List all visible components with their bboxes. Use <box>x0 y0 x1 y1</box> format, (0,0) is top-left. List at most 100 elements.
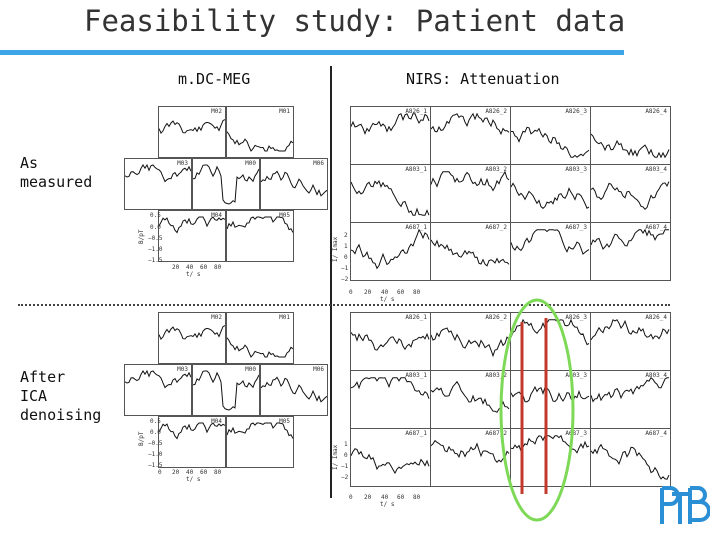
signal-trace <box>227 216 293 233</box>
nirs-ytick: 0 <box>344 452 348 459</box>
signal-trace <box>591 377 669 403</box>
signal-trace-svg <box>351 448 430 475</box>
signal-trace-svg <box>227 131 293 152</box>
signal-trace-svg <box>591 319 670 341</box>
page-title: Feasibility study: Patient data <box>84 4 626 38</box>
meg-xtick: 60 <box>200 469 208 476</box>
meg-xtick: 80 <box>214 469 222 476</box>
channel-label: A826_1 <box>405 108 427 115</box>
signal-panel: M06 <box>260 364 328 416</box>
nirs-x-axis-label-top: t/ s <box>380 296 395 303</box>
signal-panel: A687_2 <box>430 222 511 281</box>
meg-xtick: 20 <box>172 264 180 271</box>
signal-trace <box>431 112 510 136</box>
channel-label: A803_4 <box>645 166 667 173</box>
signal-trace-svg <box>431 380 510 413</box>
signal-trace <box>511 318 590 346</box>
channel-label: M05 <box>279 212 290 219</box>
signal-panel: M04 <box>158 416 226 468</box>
nirs-xtick: 80 <box>413 289 421 296</box>
signal-trace <box>511 229 590 255</box>
signal-panel: M04 <box>158 210 226 262</box>
signal-panel: M02 <box>158 312 226 364</box>
meg-ytick: 0.5 <box>150 418 161 425</box>
signal-trace <box>193 164 259 205</box>
channel-label: A826_4 <box>645 108 667 115</box>
signal-trace <box>351 228 430 270</box>
channel-label: A687_2 <box>485 430 507 437</box>
signal-trace-svg <box>351 332 430 351</box>
channel-label: A687_1 <box>405 430 427 437</box>
channel-label: M01 <box>279 108 290 115</box>
signal-trace-svg <box>159 119 225 135</box>
signal-trace <box>159 325 225 341</box>
signal-trace-svg <box>511 229 590 255</box>
channel-label: A826_2 <box>485 314 507 321</box>
nirs-xtick: 20 <box>364 289 372 296</box>
signal-trace-svg <box>591 377 669 403</box>
signal-panel: A826_3 <box>510 106 591 165</box>
meg-column-header: m.DC-MEG <box>178 70 251 88</box>
channel-label: A803_3 <box>565 166 587 173</box>
signal-trace-svg <box>511 126 590 158</box>
signal-trace-svg <box>159 325 225 341</box>
signal-trace <box>261 170 327 197</box>
channel-label: M06 <box>313 366 324 373</box>
signal-trace <box>125 369 191 389</box>
signal-trace-svg <box>261 376 327 403</box>
signal-trace <box>431 327 510 358</box>
signal-panel: A803_4 <box>590 164 671 223</box>
signal-panel: A803_4 <box>590 370 671 429</box>
meg-xtick: 40 <box>186 264 194 271</box>
signal-panel: A803_1 <box>350 370 431 429</box>
nirs-column-header: NIRS: Attenuation <box>406 70 560 88</box>
signal-panel: A826_3 <box>510 312 591 371</box>
signal-panel: M01 <box>226 312 294 364</box>
channel-label: A687_4 <box>645 430 667 437</box>
row-separator <box>18 304 670 306</box>
signal-panel: M03 <box>124 364 192 416</box>
nirs-xtick: 0 <box>349 494 353 501</box>
nirs-xtick: 60 <box>397 494 405 501</box>
column-separator <box>330 66 332 498</box>
channel-label: A826_4 <box>645 314 667 321</box>
signal-trace <box>227 337 293 358</box>
signal-panel: A803_3 <box>510 370 591 429</box>
signal-trace <box>591 181 670 211</box>
signal-trace <box>511 126 590 158</box>
signal-panel: M05 <box>226 210 294 262</box>
signal-panel: A803_1 <box>350 164 431 223</box>
meg-x-axis-label-bottom: t/ s <box>186 476 201 483</box>
meg-y-axis-label-bottom: B/pT <box>138 431 145 446</box>
logo-glyph <box>660 486 711 524</box>
signal-trace <box>511 385 590 403</box>
signal-trace <box>351 113 430 135</box>
signal-panel: A803_3 <box>510 164 591 223</box>
meg-xtick: 20 <box>172 469 180 476</box>
meg-ytick: 0.0 <box>150 224 161 231</box>
nirs-ytick: −1 <box>341 463 349 470</box>
signal-trace <box>227 422 293 439</box>
signal-panel: A687_3 <box>510 428 591 487</box>
channel-label: M04 <box>211 212 222 219</box>
signal-panel: M00 <box>192 364 260 416</box>
signal-trace-svg <box>431 439 510 463</box>
signal-trace <box>193 370 259 411</box>
signal-panel: A687_4 <box>590 222 671 281</box>
nirs-xtick: 40 <box>381 289 389 296</box>
meg-ytick: −0.5 <box>148 235 163 242</box>
signal-trace <box>511 434 590 454</box>
meg-xtick: 0 <box>158 469 162 476</box>
channel-label: A826_3 <box>565 314 587 321</box>
signal-panel: A826_2 <box>430 106 511 165</box>
signal-trace-svg <box>431 327 510 358</box>
nirs-ytick: 1 <box>344 243 348 250</box>
signal-trace-svg <box>591 228 669 250</box>
nirs-ytick: −2 <box>341 276 349 283</box>
signal-panel: A826_4 <box>590 106 671 165</box>
signal-panel: A687_3 <box>510 222 591 281</box>
nirs-ytick: −2 <box>341 474 349 481</box>
channel-label: M00 <box>245 160 256 167</box>
signal-trace-svg <box>193 370 259 411</box>
signal-trace <box>591 133 670 159</box>
